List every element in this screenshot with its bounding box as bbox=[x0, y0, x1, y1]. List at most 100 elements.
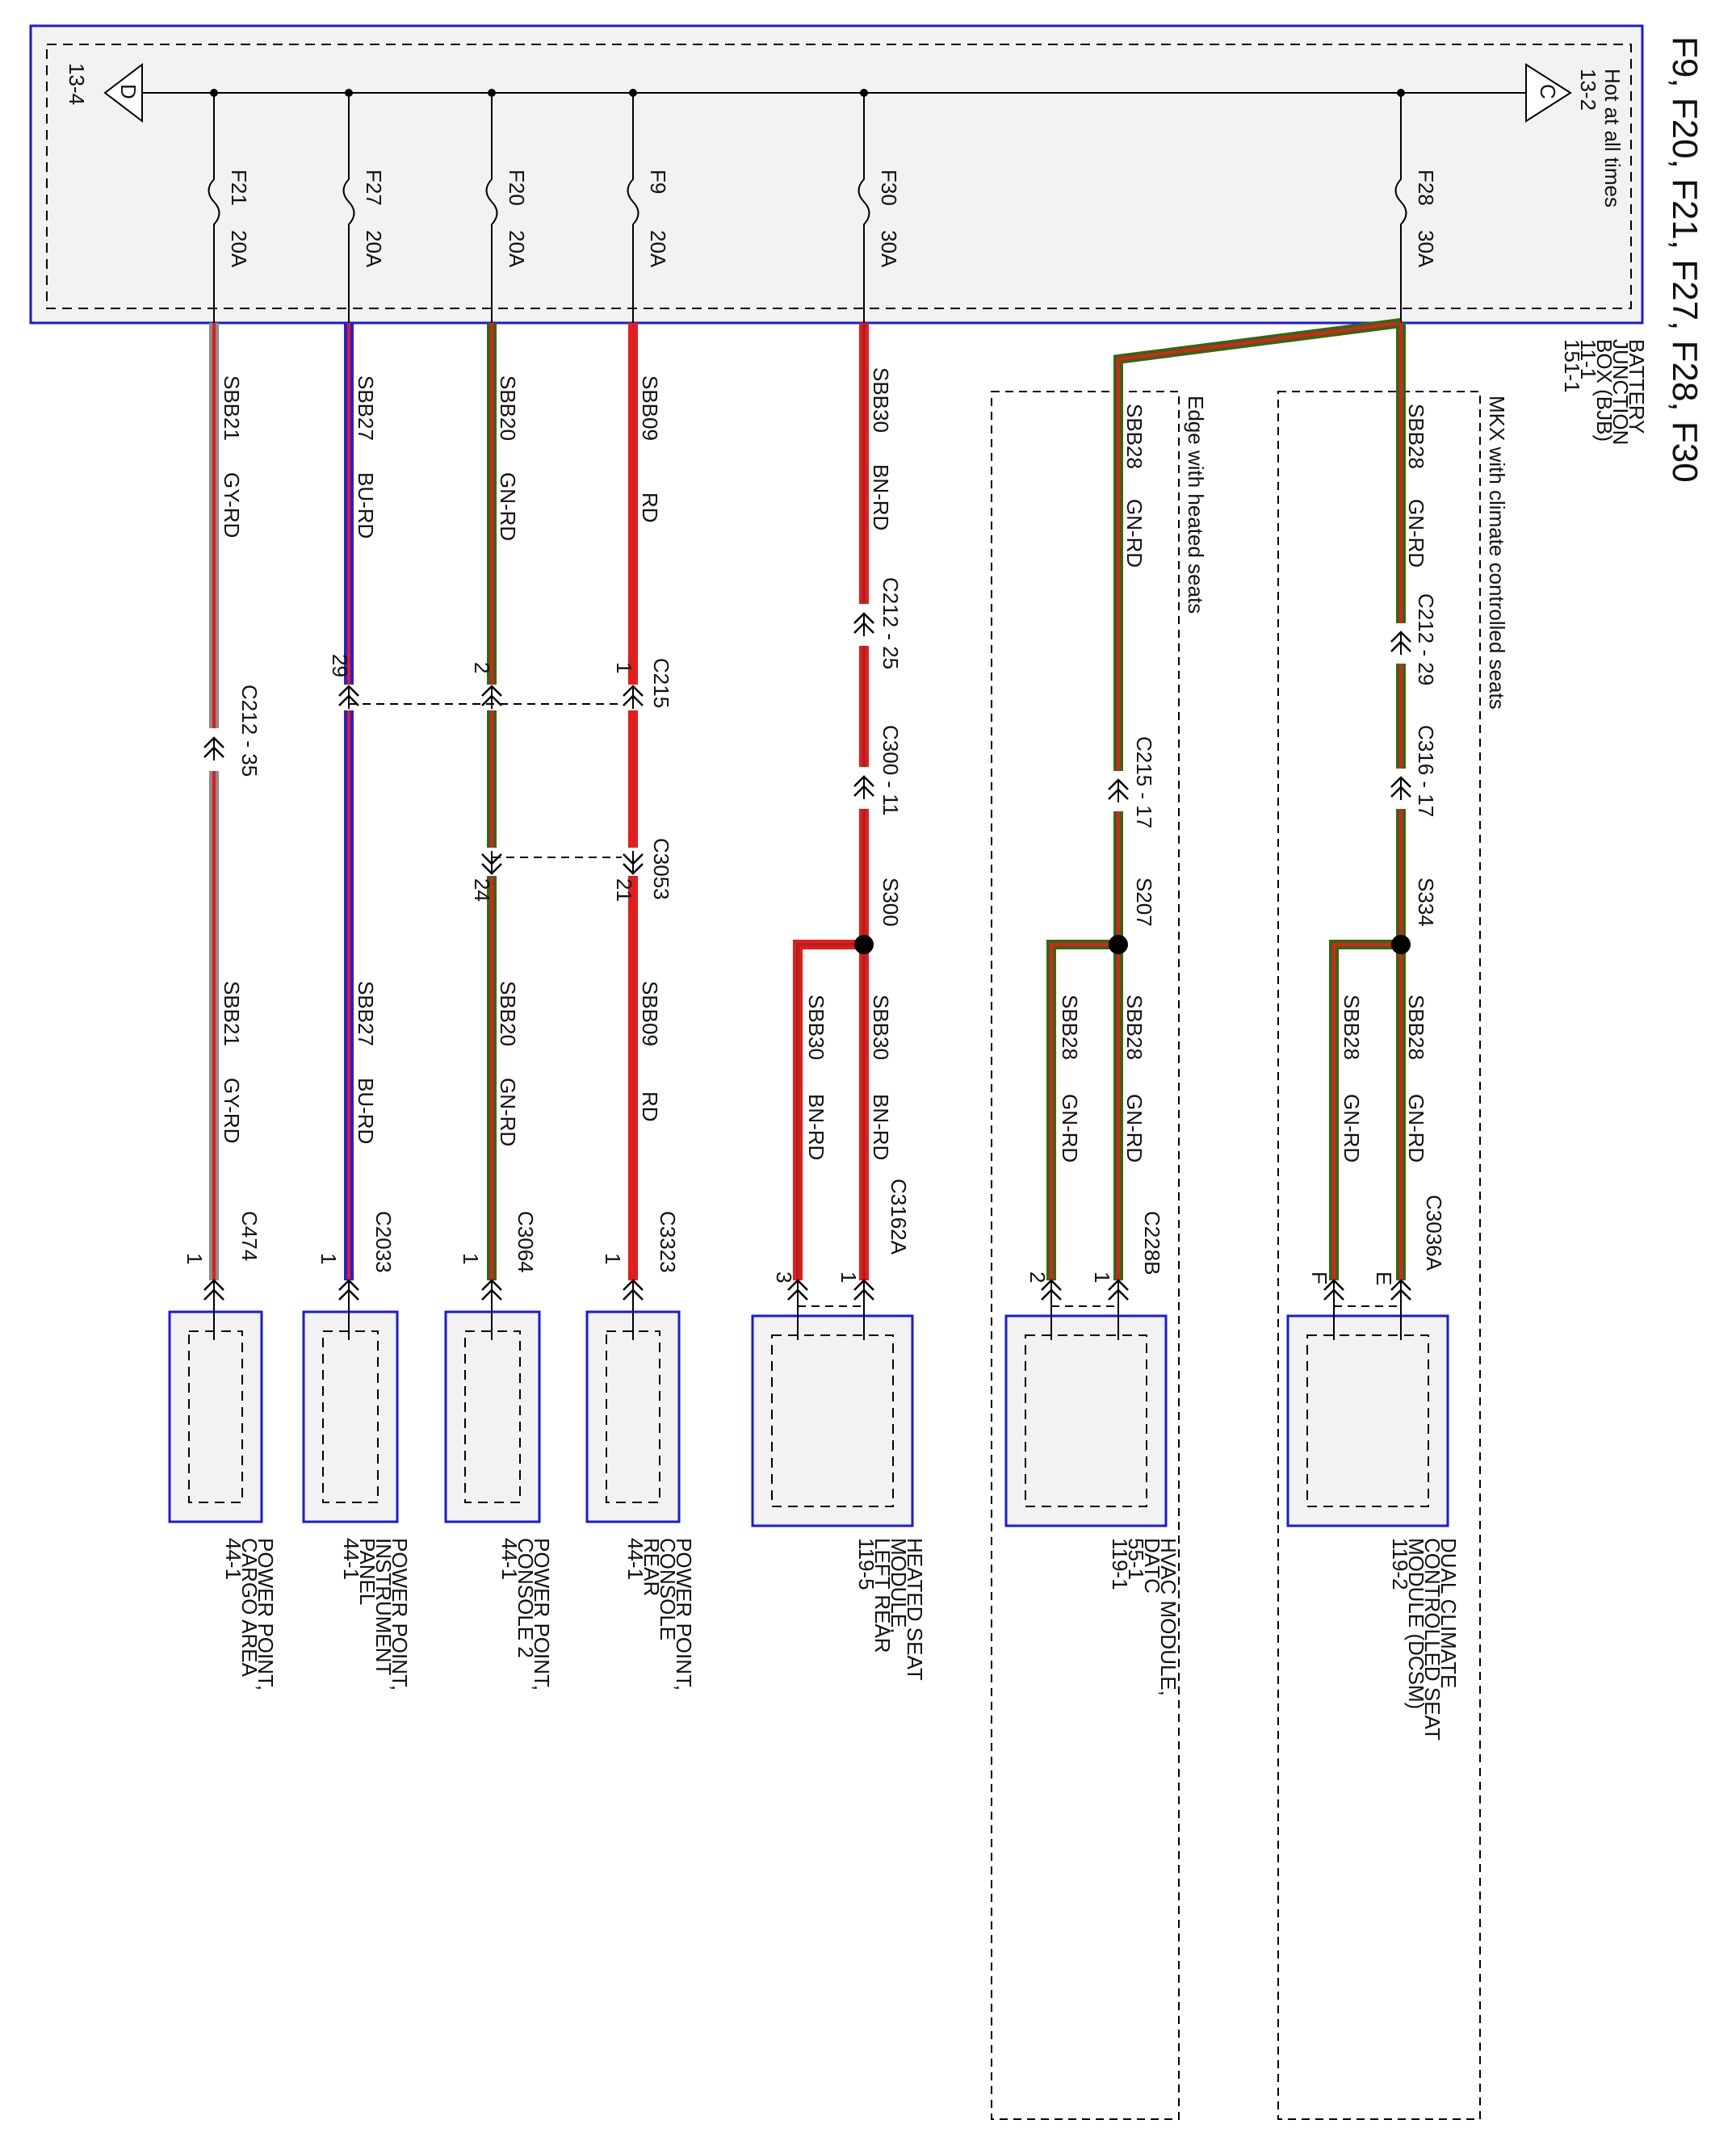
svg-text:C3323: C3323 bbox=[656, 1211, 680, 1273]
svg-text:GN-RD: GN-RD bbox=[1122, 1094, 1147, 1163]
svg-text:24: 24 bbox=[470, 878, 494, 902]
svg-text:S300: S300 bbox=[878, 878, 903, 927]
svg-text:MODULE (DCSM): MODULE (DCSM) bbox=[1404, 1538, 1428, 1709]
svg-text:POWER POINT,: POWER POINT, bbox=[388, 1538, 412, 1690]
svg-text:S334: S334 bbox=[1414, 878, 1438, 927]
svg-text:HVAC MODULE,: HVAC MODULE, bbox=[1156, 1538, 1180, 1696]
svg-text:SBB27: SBB27 bbox=[354, 375, 378, 441]
svg-text:1: 1 bbox=[317, 1253, 341, 1264]
connector-c474 bbox=[203, 1279, 224, 1303]
svg-text:SBB21: SBB21 bbox=[220, 981, 244, 1046]
power-point-cargo-area bbox=[168, 1310, 263, 1523]
svg-text:44-1: 44-1 bbox=[623, 1538, 648, 1580]
svg-text:C215: C215 bbox=[649, 658, 673, 708]
svg-text:3: 3 bbox=[772, 1271, 796, 1283]
connector-c300-11 bbox=[853, 775, 874, 799]
connector-c212-29 bbox=[1390, 631, 1411, 655]
svg-text:C215 - 17: C215 - 17 bbox=[1132, 736, 1156, 828]
svg-text:JUNCTION: JUNCTION bbox=[1608, 339, 1633, 445]
wire-sbb28-edge-branch bbox=[1046, 940, 1118, 1284]
svg-text:55-1: 55-1 bbox=[1124, 1538, 1148, 1580]
svg-text:MODULE,: MODULE, bbox=[887, 1538, 911, 1633]
svg-text:SBB28: SBB28 bbox=[1122, 404, 1147, 469]
svg-text:29: 29 bbox=[328, 654, 352, 677]
svg-text:SBB21: SBB21 bbox=[220, 375, 244, 441]
connector-c212-35 bbox=[203, 736, 224, 760]
splice-s300 bbox=[854, 935, 874, 954]
svg-text:SBB28: SBB28 bbox=[1404, 404, 1428, 469]
svg-text:D: D bbox=[116, 84, 140, 99]
mkx-option-region bbox=[1277, 391, 1481, 2120]
svg-text:44-1: 44-1 bbox=[497, 1538, 522, 1580]
svg-text:SBB30: SBB30 bbox=[869, 995, 893, 1060]
connector-c215-17 bbox=[1108, 778, 1129, 802]
svg-text:C212 - 25: C212 - 25 bbox=[878, 577, 903, 669]
svg-text:C474: C474 bbox=[237, 1211, 262, 1261]
triangle-d-icon bbox=[103, 62, 143, 124]
svg-text:SBB09: SBB09 bbox=[638, 981, 662, 1046]
triangle-c-icon bbox=[1525, 63, 1572, 123]
svg-text:GY-RD: GY-RD bbox=[220, 472, 244, 538]
svg-text:SBB20: SBB20 bbox=[496, 981, 520, 1046]
svg-text:SBB30: SBB30 bbox=[804, 995, 828, 1060]
svg-text:SBB28: SBB28 bbox=[1058, 995, 1082, 1060]
svg-text:C: C bbox=[1536, 84, 1560, 99]
svg-text:SBB28: SBB28 bbox=[1122, 995, 1147, 1060]
svg-text:BU-RD: BU-RD bbox=[354, 472, 378, 538]
svg-text:REAR: REAR bbox=[639, 1538, 664, 1596]
fuse-rating-label: 20A bbox=[227, 230, 251, 268]
svg-text:2: 2 bbox=[1025, 1271, 1050, 1283]
connector-c212-25 bbox=[853, 612, 874, 636]
svg-text:C212 - 29: C212 - 29 bbox=[1414, 593, 1438, 685]
svg-text:BU-RD: BU-RD bbox=[354, 1078, 378, 1144]
svg-text:1: 1 bbox=[182, 1253, 207, 1264]
edge-option-region bbox=[991, 391, 1180, 2120]
fuse-id-label: F20 bbox=[505, 170, 529, 206]
connector-c3162a-p1 bbox=[853, 1279, 874, 1303]
svg-text:GN-RD: GN-RD bbox=[1404, 499, 1428, 568]
svg-text:44-1: 44-1 bbox=[221, 1538, 245, 1580]
svg-text:CONTROLLED SEAT: CONTROLLED SEAT bbox=[1420, 1538, 1445, 1741]
svg-text:LEFT REAR: LEFT REAR bbox=[870, 1538, 895, 1653]
edge-option-label: Edge with heated seats bbox=[1184, 396, 1208, 614]
svg-text:C3036A: C3036A bbox=[1422, 1195, 1446, 1271]
svg-text:SBB09: SBB09 bbox=[638, 375, 662, 441]
connector-c3323 bbox=[623, 1279, 644, 1303]
connector-c3064 bbox=[481, 1279, 502, 1303]
fuse-rating-label: 30A bbox=[877, 230, 901, 268]
svg-text:GN-RD: GN-RD bbox=[496, 472, 520, 541]
svg-text:C3064: C3064 bbox=[514, 1211, 538, 1273]
power-point-console-2 bbox=[444, 1310, 541, 1523]
svg-text:C300 - 11: C300 - 11 bbox=[878, 725, 903, 815]
connector-c215-p29 bbox=[338, 685, 359, 709]
svg-text:C3162A: C3162A bbox=[887, 1179, 911, 1255]
svg-text:RD: RD bbox=[638, 1091, 662, 1122]
svg-text:SBB28: SBB28 bbox=[1404, 995, 1428, 1060]
connector-c3036a-pf bbox=[1323, 1279, 1344, 1303]
heated-seat-module-left-rear bbox=[751, 1314, 914, 1527]
ref-13-4: 13-4 bbox=[65, 63, 89, 105]
svg-text:RD: RD bbox=[638, 492, 662, 523]
svg-text:GN-RD: GN-RD bbox=[1404, 1094, 1428, 1163]
svg-text:S207: S207 bbox=[1132, 878, 1156, 927]
connector-c316-17 bbox=[1390, 776, 1411, 800]
svg-text:21: 21 bbox=[612, 878, 636, 902]
svg-text:GN-RD: GN-RD bbox=[1122, 499, 1147, 568]
svg-text:PANEL: PANEL bbox=[355, 1538, 379, 1605]
dual-climate-controlled-seat-module bbox=[1286, 1314, 1449, 1527]
svg-text:SBB28: SBB28 bbox=[1340, 995, 1364, 1060]
wire-sbb28-mkx-branch bbox=[1329, 940, 1401, 1284]
svg-text:C316 - 17: C316 - 17 bbox=[1414, 725, 1438, 817]
battery-junction-box: D 13-4 C 13-2 Hot at all times F2120AF27… bbox=[29, 24, 1644, 325]
svg-text:POWER POINT,: POWER POINT, bbox=[530, 1538, 554, 1690]
splice-s207 bbox=[1109, 935, 1128, 954]
component-labels: POWER POINT, CARGO AREA 44-1 POWER POINT… bbox=[221, 1538, 1461, 1741]
svg-text:CONSOLE: CONSOLE bbox=[656, 1538, 680, 1640]
connector-c228b-p1 bbox=[1108, 1279, 1129, 1303]
svg-text:119-1: 119-1 bbox=[1108, 1538, 1132, 1590]
connector-c2033 bbox=[338, 1279, 359, 1303]
svg-text:CONSOLE 2: CONSOLE 2 bbox=[514, 1538, 538, 1658]
svg-text:C228B: C228B bbox=[1140, 1211, 1164, 1276]
